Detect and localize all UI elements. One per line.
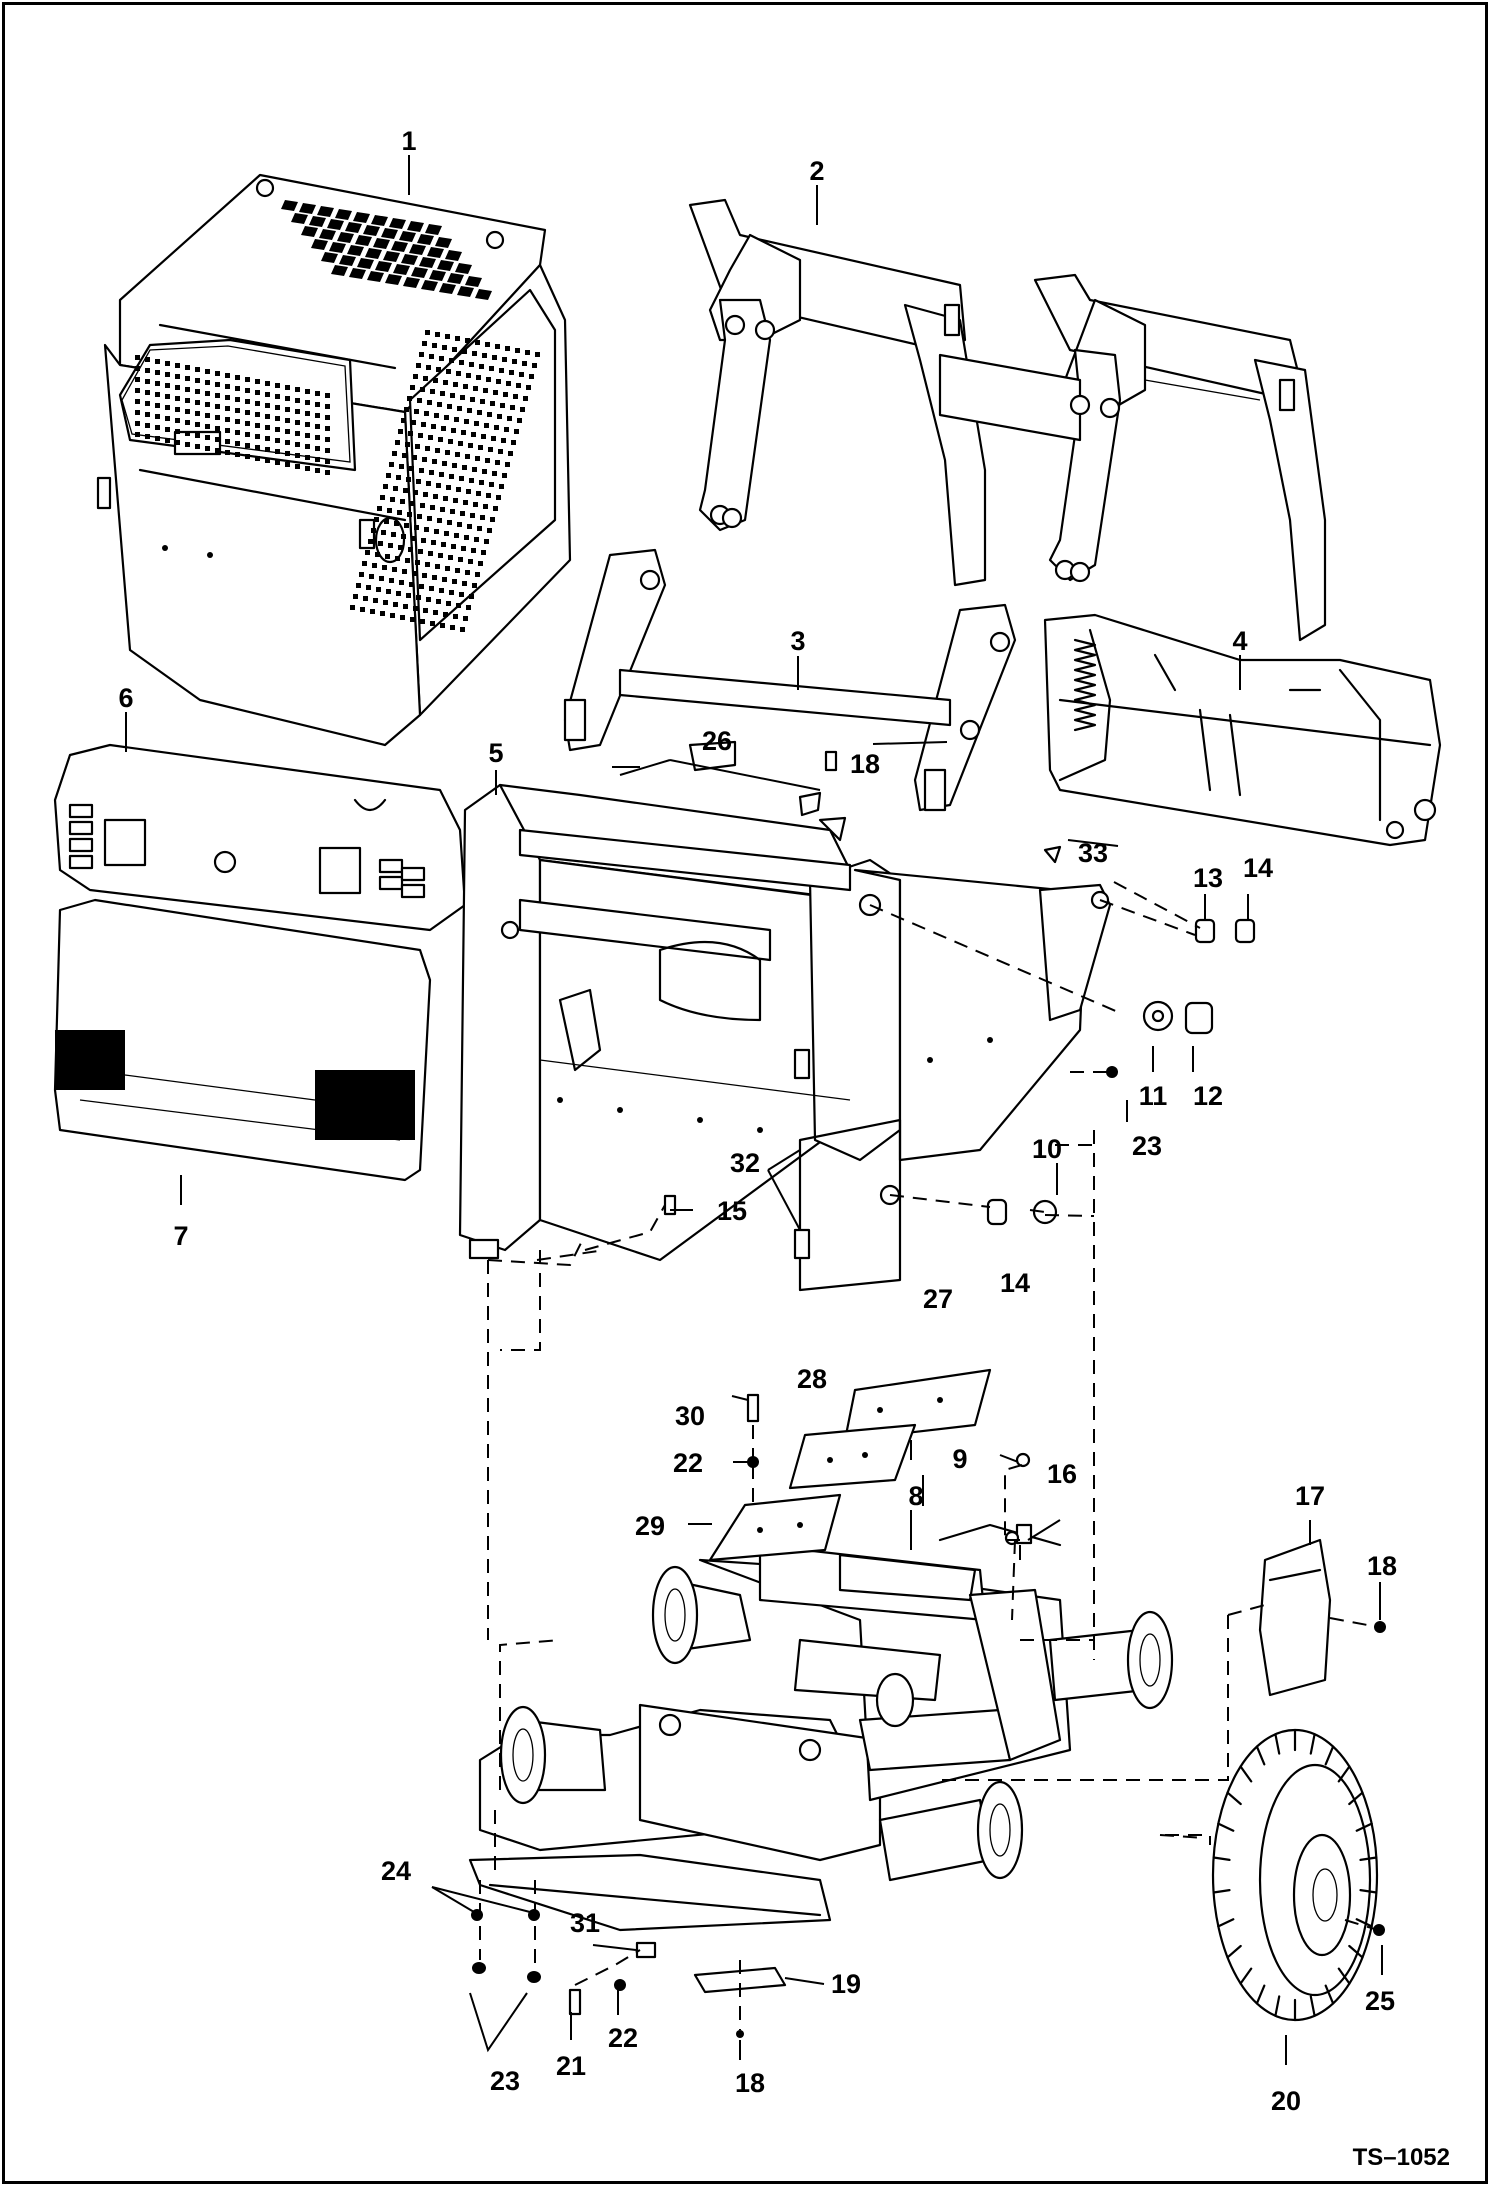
frame-hardware [663,740,1256,1226]
callout-22-upper: 22 [673,1448,703,1478]
cab-roof-vents [281,200,492,300]
callout-3: 3 [790,626,805,656]
callout-18-bottom: 18 [735,2068,765,2098]
callout-16: 16 [1047,1459,1077,1489]
callout-9: 9 [952,1444,967,1474]
attachment-plate-spring [1073,638,1097,732]
callout-30: 30 [675,1401,705,1431]
callout-4: 4 [1232,626,1247,656]
part-17-bracket [1258,1538,1386,1697]
callout-7: 7 [173,1221,188,1251]
part-8-lower-chassis [478,1523,1072,1862]
axle-assemblies [499,1565,1174,1882]
part-2-lift-arms [688,198,1327,642]
callout-2: 2 [809,156,824,186]
skid-plate [468,1853,832,1932]
callout-25: 25 [1365,1986,1395,2016]
callout-18-right: 18 [1367,1551,1397,1581]
callout-24: 24 [381,1856,411,1886]
callout-28: 28 [797,1364,827,1394]
callout-15: 15 [717,1196,747,1226]
small-bolts [746,1393,1033,1546]
part-27-plate [843,1368,992,1442]
callout-12: 12 [1193,1081,1223,1111]
callout-6: 6 [118,683,133,713]
part-29-plate [708,1493,842,1562]
callout-14-lower: 14 [1000,1268,1030,1298]
callout-26: 26 [702,726,732,756]
assembly-centerlines [479,881,1379,2030]
callout-21: 21 [556,2051,586,2081]
callout-19: 19 [831,1969,861,1999]
part-28-plate [788,1423,917,1490]
part-7-rear-door [53,898,432,1182]
cab-side-mesh-right [350,330,540,632]
callout-5: 5 [488,738,503,768]
drawing-number: TS–1052 [1353,2144,1450,2171]
callout-33: 33 [1078,838,1108,868]
callout-31: 31 [570,1908,600,1938]
callout-18-upper: 18 [850,749,880,779]
part-1-operator-cab [96,173,572,747]
part-3-attachment-frame [563,548,1017,812]
access-plates [708,1368,992,1562]
callout-17: 17 [1295,1481,1325,1511]
part-20-tire [1211,1728,1385,2022]
callout-14: 14 [1243,853,1273,883]
callout-10: 10 [1032,1134,1062,1164]
callout-22-lower: 22 [608,2023,638,2053]
callout-labels: 1 2 3 4 5 6 7 8 9 10 11 12 13 14 14 15 1… [118,126,1450,2171]
part-6-rear-grille [53,743,467,932]
callout-1: 1 [401,126,416,156]
callout-leaders [125,155,1383,2065]
callout-11: 11 [1139,1081,1168,1111]
part-5-main-frame [458,783,1112,1292]
callout-13: 13 [1193,863,1223,893]
tire-tread-lugs [1212,1728,1378,2022]
callout-23-right: 23 [1132,1131,1162,1161]
part-4-attachment-plate [1043,613,1442,847]
callout-8: 8 [908,1481,923,1511]
callout-20: 20 [1271,2086,1301,2116]
callout-23-bottom: 23 [490,2066,520,2096]
callout-32: 32 [730,1148,760,1178]
callout-29: 29 [635,1511,665,1541]
callout-27: 27 [923,1284,953,1314]
